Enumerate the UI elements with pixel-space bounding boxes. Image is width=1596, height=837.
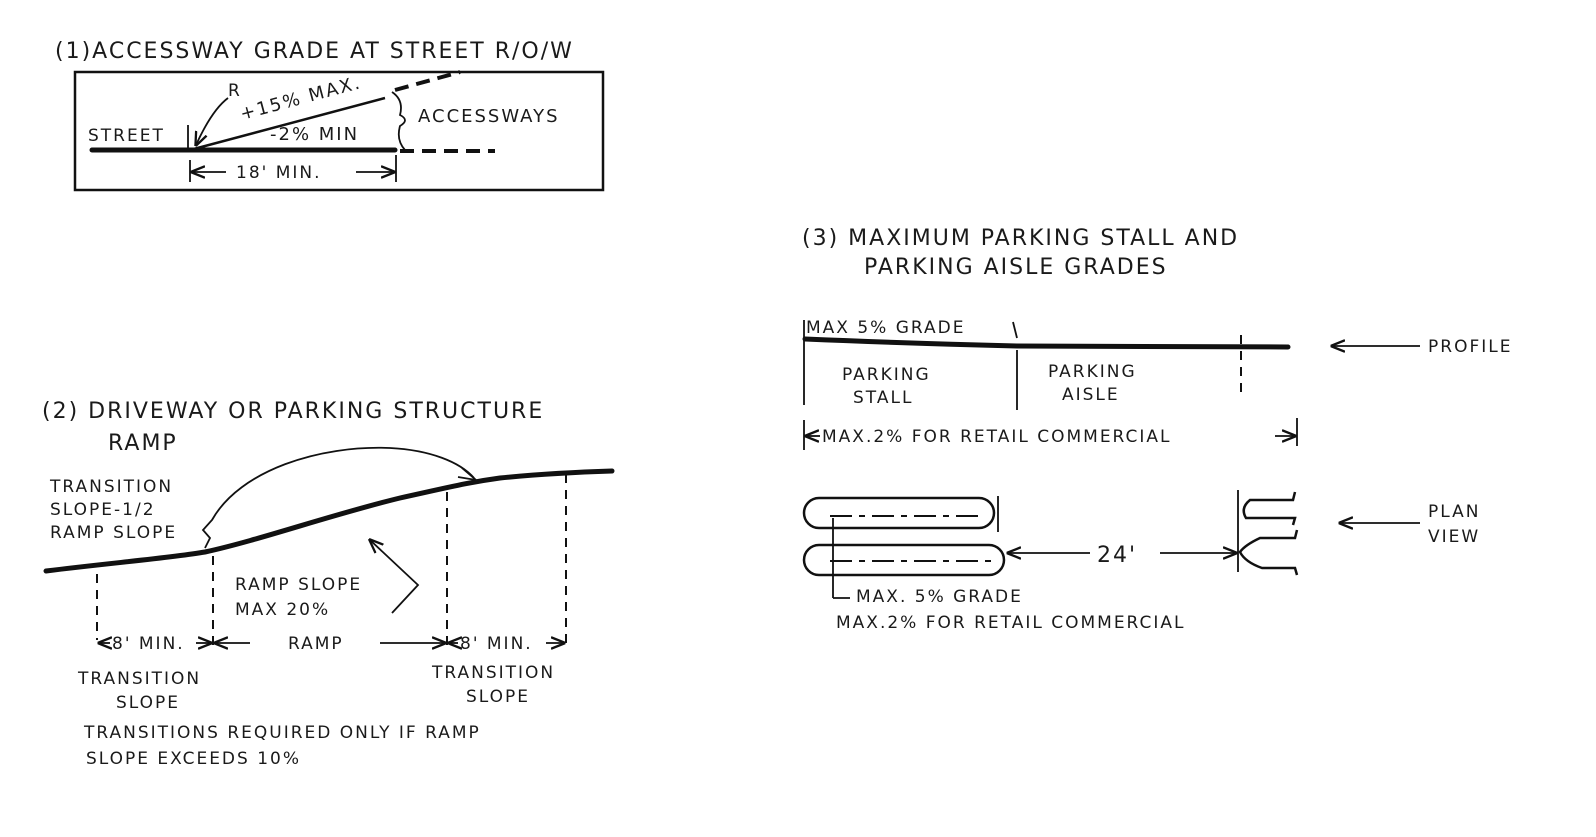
transition-arrowhead-icon (457, 467, 480, 482)
panel-parking-grades: (3) MAXIMUM PARKING STALL AND PARKING AI… (802, 226, 1512, 633)
plan-label-line2: VIEW (1428, 527, 1480, 547)
panel2-title-line2: RAMP (108, 431, 178, 456)
accessway-upper-dashed (394, 70, 461, 92)
plan-label-line1: PLAN (1428, 502, 1480, 522)
profile-label: PROFILE (1428, 337, 1512, 357)
aisle-width-label: 24' (1097, 543, 1137, 568)
radius-label: R (228, 81, 242, 101)
profile-line (802, 336, 1291, 350)
transition-note-line2: SLOPE-1/2 (50, 500, 156, 520)
left-transition-label-line1: TRANSITION (77, 669, 201, 689)
min-grade-label: -2% MIN (270, 124, 359, 145)
dimension-18-min: 18' MIN. (236, 163, 322, 183)
transition-callout-arrow-icon (201, 446, 475, 549)
ramp-slope-line2: MAX 20% (235, 600, 330, 620)
radius-arrow-icon (196, 97, 229, 145)
stall-label-line1: PARKING (842, 365, 931, 385)
transition-note-line3: RAMP SLOPE (50, 523, 177, 543)
accessways-label: ACCESSWAYS (418, 106, 560, 127)
panel1-title: (1)ACCESSWAY GRADE AT STREET R/O/W (55, 39, 574, 64)
street-label: STREET (88, 126, 165, 146)
transition-note-line1: TRANSITION (49, 477, 173, 497)
max-grade-label: +15% MAX. (238, 72, 364, 125)
ramp-profile-line (43, 468, 615, 574)
profile-retail-dimension: MAX.2% FOR RETAIL COMMERCIAL (822, 427, 1172, 447)
panel3-title-line2: PARKING AISLE GRADES (864, 255, 1168, 280)
dim-ramp: RAMP (288, 634, 344, 654)
parked-car-lower (802, 543, 1006, 577)
right-transition-label-line2: SLOPE (466, 687, 530, 707)
panel-driveway-ramp: (2) DRIVEWAY OR PARKING STRUCTURE RAMP T… (42, 399, 615, 769)
left-transition-label-line2: SLOPE (116, 693, 180, 713)
panel3-title-line1: (3) MAXIMUM PARKING STALL AND (802, 226, 1239, 251)
aisle-label-line2: AISLE (1062, 385, 1120, 405)
ramp-slope-line1: RAMP SLOPE (235, 575, 362, 595)
footnote-line1: TRANSITIONS REQUIRED ONLY IF RAMP (83, 723, 481, 743)
ramp-slope-callout-arrow-icon (370, 540, 420, 614)
accessway-max-slope-line (189, 96, 386, 152)
panel-accessway-grade: (1)ACCESSWAY GRADE AT STREET R/O/W STREE… (55, 39, 605, 192)
dim-right-8-min: 8' MIN. (460, 634, 533, 654)
dim-left-8-min: 8' MIN. (112, 634, 185, 654)
parked-car-upper (802, 496, 996, 530)
right-transition-label-line1: TRANSITION (431, 663, 555, 683)
opposite-car-upper (1242, 491, 1297, 526)
panel1-frame (73, 70, 605, 192)
stall-label-line2: STALL (853, 388, 913, 408)
footnote-line2: SLOPE EXCEEDS 10% (86, 749, 301, 769)
aisle-label-line1: PARKING (1048, 362, 1137, 382)
plan-grade-label: MAX. 5% GRADE (856, 587, 1023, 607)
profile-grade-label: MAX 5% GRADE (806, 318, 965, 338)
grade-tick (1012, 321, 1018, 339)
accessways-brace-icon (391, 91, 406, 151)
panel2-title-line1: (2) DRIVEWAY OR PARKING STRUCTURE (42, 399, 544, 424)
opposite-car-lower (1238, 529, 1299, 576)
plan-retail-label: MAX.2% FOR RETAIL COMMERCIAL (836, 613, 1186, 633)
